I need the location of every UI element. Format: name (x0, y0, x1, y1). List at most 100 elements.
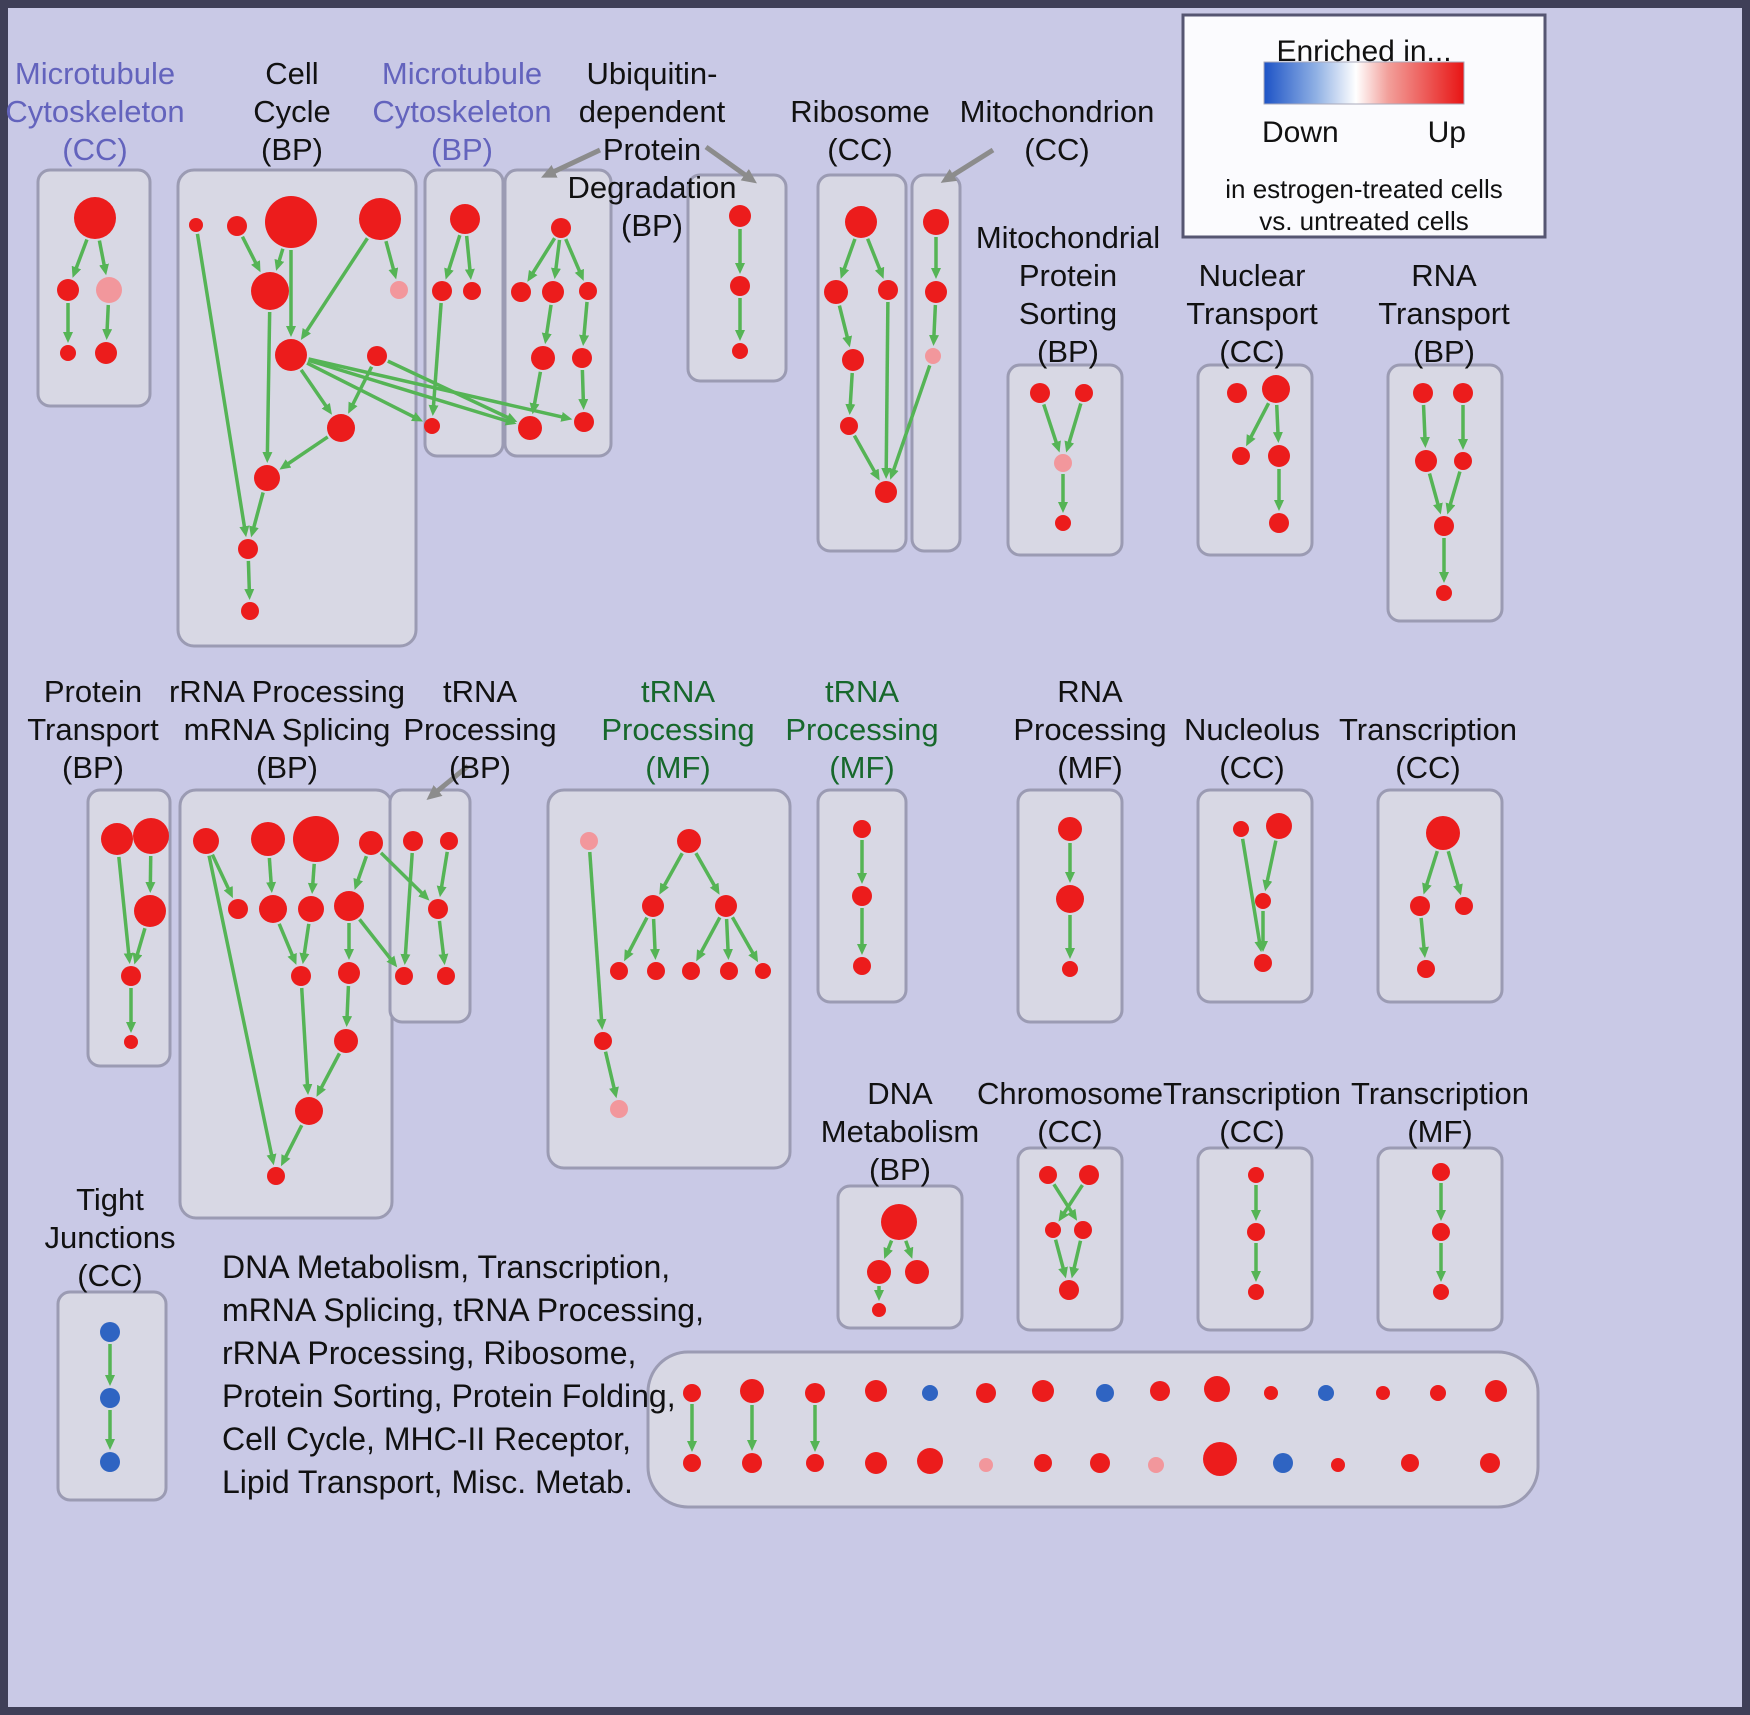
go-edge (1058, 1184, 1084, 1222)
go-term-node (594, 1032, 612, 1050)
cluster-box-cell-cycle (176, 168, 418, 648)
go-term-node (1054, 454, 1072, 472)
go-term-node (682, 962, 700, 980)
cluster-box-nuclear-transport (1196, 363, 1314, 557)
go-edge (588, 851, 607, 1031)
go-term-node (1415, 450, 1437, 472)
go-edge (529, 371, 543, 415)
go-edge (71, 238, 89, 278)
go-term-node (1376, 1386, 1390, 1400)
go-term-node (867, 1260, 891, 1284)
go-term-node (100, 1388, 120, 1408)
go-term-node (1074, 1221, 1092, 1239)
go-term-node (1454, 452, 1472, 470)
nodes (57, 196, 1507, 1476)
go-term-node (432, 281, 452, 301)
go-edge (866, 238, 885, 279)
go-term-node (572, 348, 592, 368)
go-term-node (57, 279, 79, 301)
go-term-node (359, 198, 401, 240)
go-term-node (428, 899, 448, 919)
go-term-node (730, 276, 750, 296)
go-term-node (742, 1453, 762, 1473)
go-edge (280, 1124, 304, 1167)
go-edge (881, 301, 892, 480)
cluster-box-rna-transport (1386, 363, 1504, 623)
go-term-node (1266, 813, 1292, 839)
legend-line1: in estrogen-treated cells (1225, 174, 1502, 204)
go-term-node (1262, 375, 1290, 403)
go-edge (210, 853, 233, 899)
go-edge (730, 916, 759, 963)
go-edge (928, 304, 939, 347)
go-edge (903, 1240, 914, 1259)
edges (63, 229, 1468, 1452)
go-term-node (1232, 447, 1250, 465)
go-edge (1445, 471, 1462, 515)
go-term-node (1032, 1380, 1054, 1402)
go-edge (274, 248, 285, 271)
go-term-node (925, 348, 941, 364)
go-term-node (729, 205, 751, 227)
go-term-node (1264, 1386, 1278, 1400)
go-edge (624, 916, 649, 962)
go-term-node (334, 891, 364, 921)
go-term-node (865, 1452, 887, 1474)
go-term-node (1096, 1384, 1114, 1402)
go-edge (1042, 403, 1061, 453)
cluster-box-dna-metabolism (836, 1184, 964, 1330)
go-term-node (251, 822, 285, 856)
go-term-node (100, 1452, 120, 1472)
go-edge (722, 918, 733, 961)
go-edge (1053, 1239, 1068, 1279)
go-term-node (542, 281, 564, 303)
go-term-node (518, 416, 542, 440)
go-term-node (1426, 816, 1460, 850)
go-term-node (133, 818, 169, 854)
go-term-node (101, 823, 133, 855)
go-term-node (715, 895, 737, 917)
go-term-node (1203, 1442, 1237, 1476)
cluster-label-mitochondrion: Mitochondrion(CC) (960, 94, 1155, 167)
go-edge (240, 235, 261, 273)
go-edge (97, 240, 109, 276)
go-term-node (647, 962, 665, 980)
go-term-node (440, 832, 458, 850)
go-term-node (1090, 1453, 1110, 1473)
go-term-node (238, 539, 258, 559)
go-term-node (228, 899, 248, 919)
go-term-node (134, 895, 166, 927)
go-edge (299, 923, 311, 965)
go-edge (579, 301, 590, 347)
go-term-node (1432, 1223, 1450, 1241)
go-term-node (1034, 1454, 1052, 1472)
go-term-node (1455, 897, 1473, 915)
go-term-node (1430, 1385, 1446, 1401)
go-term-node (275, 339, 307, 371)
go-term-node (574, 412, 594, 432)
go-edge (845, 372, 856, 416)
go-term-node (683, 1454, 701, 1472)
go-edge (694, 852, 720, 895)
legend-up-label: Up (1428, 116, 1466, 149)
go-term-node (1150, 1381, 1170, 1401)
go-edge (649, 918, 660, 961)
go-term-node (295, 1097, 323, 1125)
go-term-node (976, 1383, 996, 1403)
go-term-node (732, 343, 748, 359)
go-edge (564, 238, 584, 281)
legend-line2: vs. untreated cells (1259, 206, 1469, 236)
go-term-node (740, 1379, 764, 1403)
go-term-node (100, 1322, 120, 1342)
go-term-node (121, 966, 141, 986)
go-term-node (95, 342, 117, 364)
go-term-node (267, 1167, 285, 1185)
go-edge (353, 855, 369, 890)
go-term-node (1434, 516, 1454, 536)
go-term-node (1227, 383, 1247, 403)
